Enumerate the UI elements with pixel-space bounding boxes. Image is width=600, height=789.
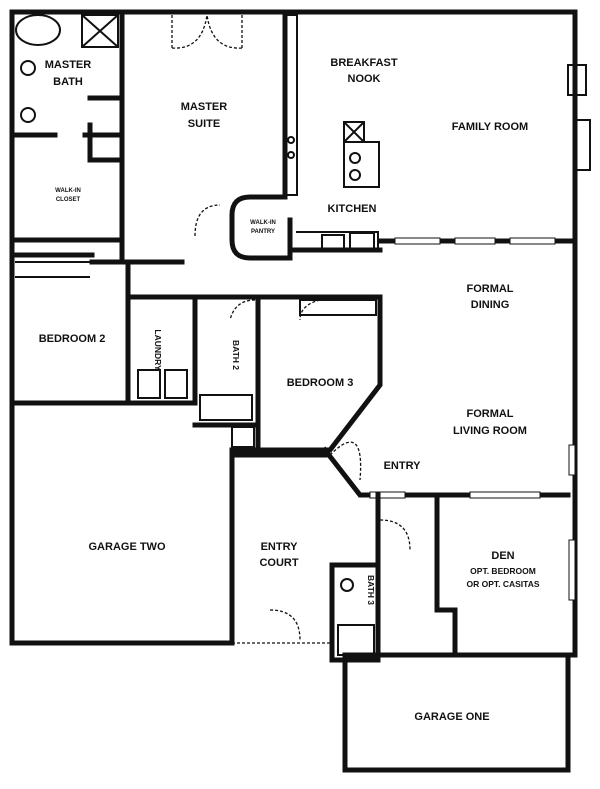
entry-label: ENTRY	[384, 460, 422, 472]
formal-living-room-label: FORMAL	[466, 408, 513, 420]
walk-in-closet-label: WALK-IN	[55, 188, 81, 194]
walk-in-closet-label-2: CLOSET	[56, 197, 81, 203]
entry-court-label: ENTRY	[261, 541, 299, 553]
walk-in-pantry-label: WALK-IN	[250, 220, 276, 226]
den-option-1: OPT. BEDROOM	[470, 566, 536, 576]
family-room-label: FAMILY ROOM	[452, 121, 528, 133]
kitchen-label: KITCHEN	[328, 203, 377, 215]
formal-living-room-label-2: LIVING ROOM	[453, 425, 527, 437]
breakfast-nook-label: BREAKFAST	[330, 57, 398, 69]
master-bath-label-2: BATH	[53, 76, 83, 88]
room-labels: MASTER BATH WALK-IN CLOSET MASTER SUITE …	[39, 57, 540, 723]
master-bath-label: MASTER	[45, 59, 92, 71]
den-label: DEN	[491, 550, 514, 562]
formal-dining-label: FORMAL	[466, 283, 513, 295]
bedroom-3-label: BEDROOM 3	[287, 377, 354, 389]
entry-court-label-2: COURT	[259, 557, 298, 569]
master-suite-label-2: SUITE	[188, 118, 220, 130]
breakfast-nook-label-2: NOOK	[348, 73, 381, 85]
garage-one-label: GARAGE ONE	[414, 711, 489, 723]
formal-dining-label-2: DINING	[471, 299, 510, 311]
walk-in-pantry-label-2: PANTRY	[251, 229, 275, 235]
bedroom-2-label: BEDROOM 2	[39, 333, 106, 345]
bath-3-label: BATH 3	[366, 575, 376, 605]
laundry-label: LAUNDRY	[153, 329, 163, 371]
den-option-2: OR OPT. CASITAS	[466, 579, 539, 589]
walls	[9, 9, 591, 773]
bath-2-label: BATH 2	[231, 340, 241, 370]
garage-two-label: GARAGE TWO	[89, 541, 166, 553]
master-suite-label: MASTER	[181, 101, 228, 113]
